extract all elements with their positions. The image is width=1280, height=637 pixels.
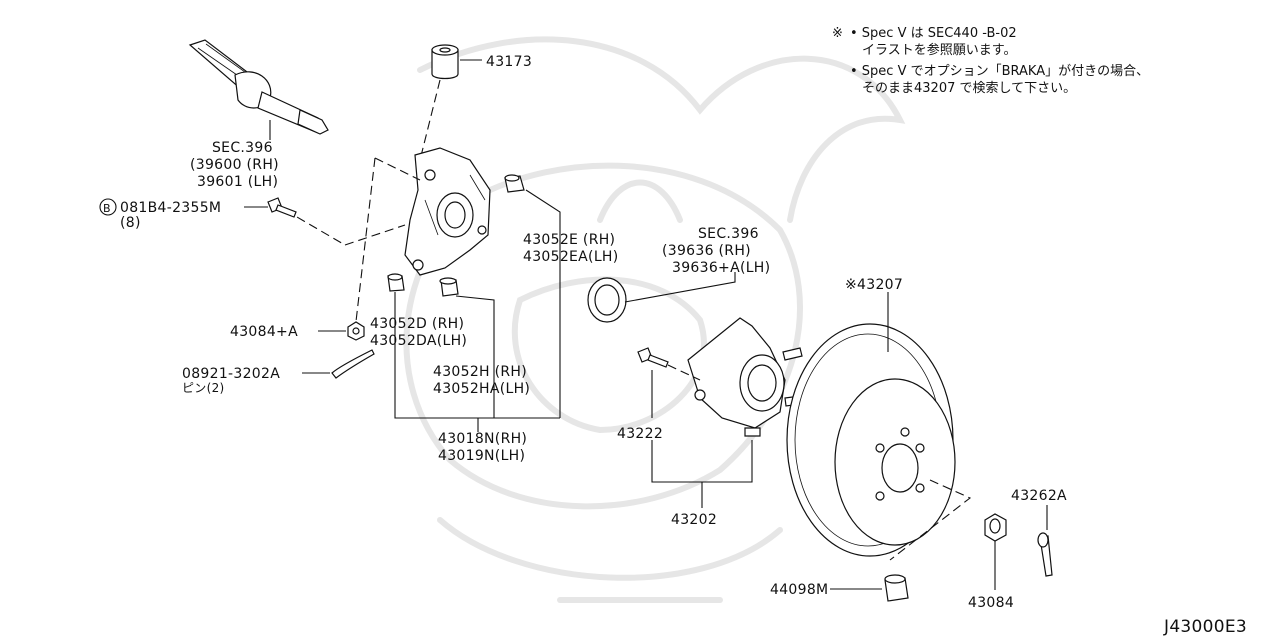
background-watermark xyxy=(403,36,906,603)
label-43173: 43173 xyxy=(486,54,532,70)
label-39601: 39601 (LH) xyxy=(197,174,278,190)
label-sec396-b: SEC.396 xyxy=(698,226,759,242)
label-08921-sub: ピン(2) xyxy=(182,381,225,395)
bolt-081b4-illustration xyxy=(244,197,297,218)
label-081b4-qty: (8) xyxy=(120,215,141,231)
part-labels: 43173 SEC.396 (39600 (RH) 39601 (LH) B 0… xyxy=(99,54,1247,637)
oil-seal-illustration xyxy=(587,272,736,323)
steering-knuckle-illustration xyxy=(284,147,491,331)
label-43052h: 43052H (RH) xyxy=(433,364,527,380)
note-line-1: • Spec V は SEC440 -B-02 xyxy=(850,26,1017,41)
knuckle-group-leader-lines xyxy=(394,189,561,432)
label-43052ea: 43052EA(LH) xyxy=(523,249,619,265)
label-39636: (39636 (RH) xyxy=(662,243,751,259)
label-bolt-b: B xyxy=(103,202,111,215)
label-43222: 43222 xyxy=(617,426,663,442)
label-43052d: 43052D (RH) xyxy=(370,316,464,332)
bushing-43173-illustration xyxy=(419,44,482,161)
label-43019n: 43019N(LH) xyxy=(438,448,525,464)
label-43084: 43084 xyxy=(968,595,1014,611)
label-sec396-a: SEC.396 xyxy=(212,140,273,156)
note-mark: ※ xyxy=(832,26,843,41)
nut-43084a-illustration xyxy=(318,321,365,341)
diagram-code: J43000E3 xyxy=(1163,617,1247,637)
note-line-4: そのまま43207 で検索して下さい。 xyxy=(862,81,1076,96)
plug-44098m-illustration xyxy=(830,574,909,602)
hub-bolt-illustration xyxy=(637,347,701,418)
drive-shaft-illustration xyxy=(188,39,329,140)
label-43084a: 43084+A xyxy=(230,324,298,340)
label-39600: (39600 (RH) xyxy=(190,157,279,173)
label-08921: 08921-3202A xyxy=(182,366,280,382)
label-43207: ※43207 xyxy=(845,277,903,293)
label-081b4: 081B4-2355M xyxy=(120,200,221,216)
label-44098m: 44098M xyxy=(770,582,828,598)
brake-disc-illustration xyxy=(786,292,972,561)
cotter-pin-illustration xyxy=(302,349,375,379)
hub-assembly-illustration xyxy=(651,317,803,508)
label-43202: 43202 xyxy=(671,512,717,528)
label-43052ha: 43052HA(LH) xyxy=(433,381,530,397)
label-43052da: 43052DA(LH) xyxy=(370,333,467,349)
cotter-pin-43262a-illustration xyxy=(1037,505,1053,577)
knuckle-bushings-illustration xyxy=(387,174,525,297)
label-43262a: 43262A xyxy=(1011,488,1067,504)
nut-43084-illustration xyxy=(984,513,1007,590)
label-43018n: 43018N(RH) xyxy=(438,431,527,447)
label-43052e: 43052E (RH) xyxy=(523,232,615,248)
bolt-b-circle-icon xyxy=(99,198,117,216)
notes-block: ※ • Spec V は SEC440 -B-02 イラストを参照願います。 •… xyxy=(832,26,1149,96)
note-line-3: • Spec V でオプション「BRAKA」が付きの場合、 xyxy=(850,64,1149,79)
note-line-2: イラストを参照願います。 xyxy=(862,42,1016,58)
label-39636a: 39636+A(LH) xyxy=(672,260,770,276)
